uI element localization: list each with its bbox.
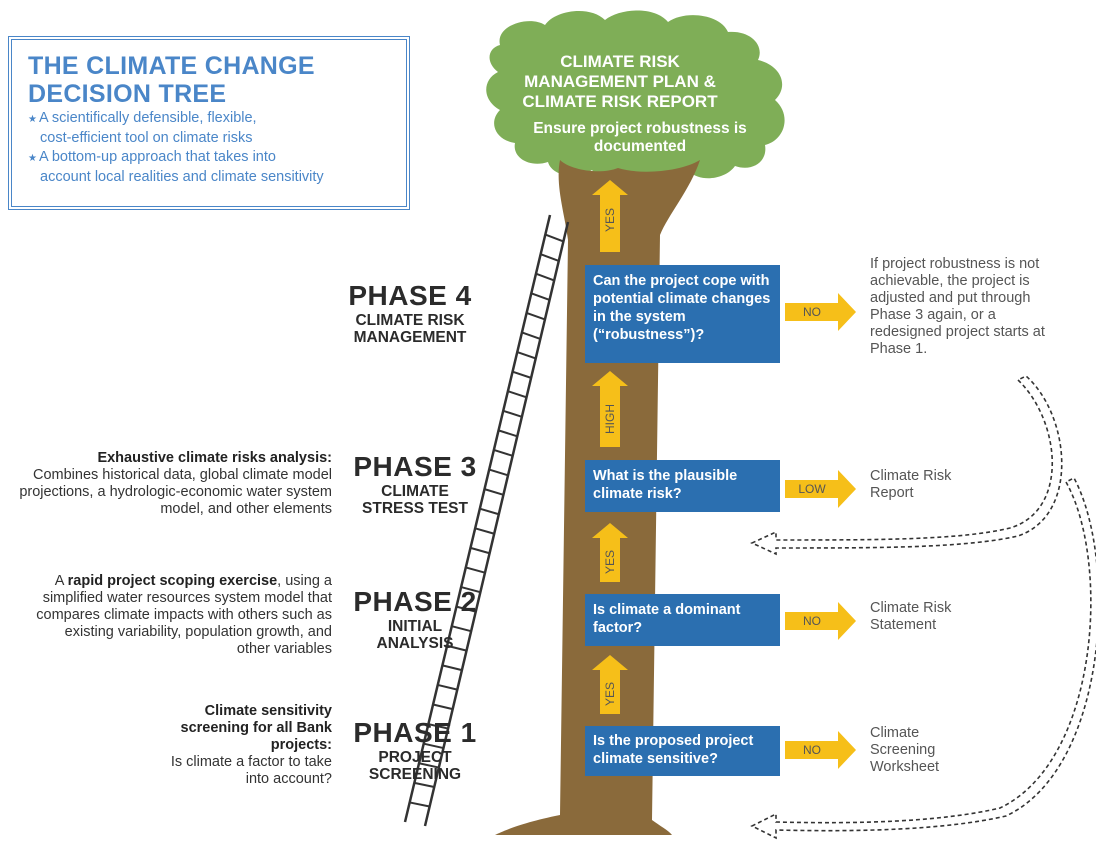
ladder-rung [540, 253, 560, 262]
star-bullet-icon: ★ [28, 114, 37, 125]
phase-4-outcome-note: If project robustness is not achievable,… [870, 256, 1045, 357]
ladder-rung [484, 488, 504, 496]
label-no-phase2: NO [803, 614, 821, 628]
right-arrow-phase4 [785, 293, 856, 331]
ladder-rung [493, 449, 513, 457]
label-yes-top: YES [603, 208, 617, 233]
canopy-subtitle: Ensure project robustness is documented [533, 120, 747, 155]
ladder-rung [414, 781, 435, 789]
ladder-rung [479, 507, 500, 516]
question-phase4: Can the project cope with potential clim… [585, 265, 780, 363]
ladder-rung [507, 390, 527, 399]
return-arrow-to-phase1 [750, 476, 1096, 840]
ladder-rung [456, 605, 476, 613]
ladder [403, 214, 570, 827]
right-arrow-phase2 [785, 602, 856, 640]
up-arrow-to-canopy [592, 180, 628, 252]
star-bullet-icon: ★ [28, 153, 37, 164]
label-low-phase3: LOW [798, 482, 826, 496]
ladder-rung [526, 311, 546, 321]
bullet-2: ★A bottom-up approach that takes into ac… [28, 149, 324, 185]
right-arrow-phase1 [785, 731, 856, 769]
ladder-rung [423, 742, 444, 750]
phase-4-label: PHASE 4 CLIMATE RISK MANAGEMENT [348, 280, 472, 346]
up-arrow-phase1-to-2 [592, 655, 628, 714]
label-yes-2-3: YES [603, 550, 617, 575]
ladder-rung [465, 566, 486, 574]
label-no-phase1: NO [803, 743, 821, 757]
question-phase2: Is climate a dominant factor? [585, 594, 780, 646]
return-arrow-to-phase3 [750, 375, 1063, 556]
right-arrow-phase3 [785, 470, 856, 508]
ladder-rung [451, 625, 472, 633]
ladder-rung [488, 468, 509, 477]
canopy-title: CLIMATE RISK MANAGEMENT PLAN & CLIMATE R… [522, 52, 718, 111]
question-phase1: Is the proposed project climate sensitiv… [585, 726, 780, 776]
up-arrow-phase3-to-4 [592, 371, 628, 447]
label-high: HIGH [603, 404, 617, 434]
outcome-climate-risk-statement: Climate Risk Statement [870, 600, 952, 633]
ladder-rung [544, 233, 564, 243]
ladder-rung [516, 351, 537, 360]
phase-3-description: Exhaustive climate risks analysis: Combi… [19, 450, 332, 517]
ladder-rung [470, 546, 490, 555]
ladder-rung [460, 586, 481, 594]
phase-3-label: PHASE 3 CLIMATE STRESS TEST [353, 451, 477, 517]
title-text: THE CLIMATE CHANGE DECISION TREE [28, 52, 315, 108]
ladder-rung [498, 429, 518, 438]
up-arrow-phase2-to-3 [592, 523, 628, 582]
phase-2-label: PHASE 2 INITIAL ANALYSIS [353, 586, 477, 652]
ladder-rung [437, 683, 458, 691]
ladder-rung [446, 644, 467, 652]
label-yes-1-2: YES [603, 682, 617, 707]
ladder-rung [535, 272, 555, 282]
ladder-rung [428, 723, 449, 730]
phase-1-description: Climate sensitivity screening for all Ba… [170, 703, 332, 787]
ladder-rung [409, 801, 430, 808]
bullet-1: ★A scientifically defensible, flexible, … [28, 110, 257, 146]
label-no-phase4: NO [803, 305, 821, 319]
phase-2-description: A rapid project scoping exercise, using … [36, 573, 332, 657]
phase-1-label: PHASE 1 PROJECT SCREENING [353, 717, 477, 783]
ladder-rung [502, 409, 523, 418]
ladder-rung [442, 664, 463, 672]
title-box: THE CLIMATE CHANGE DECISION TREE ★A scie… [8, 36, 410, 210]
question-phase3: What is the plausible climate risk? [585, 460, 780, 512]
ladder-rung [474, 527, 495, 535]
tree-canopy [486, 10, 785, 182]
ladder-rung [530, 292, 550, 301]
ladder-rung [432, 703, 453, 711]
outcome-climate-screening-worksheet: Climate Screening Worksheet [870, 725, 940, 775]
ladder-rung [521, 331, 541, 340]
ladder-rung [418, 762, 440, 769]
outcome-climate-risk-report: Climate Risk Report [870, 468, 952, 501]
ladder-rung [512, 370, 532, 379]
